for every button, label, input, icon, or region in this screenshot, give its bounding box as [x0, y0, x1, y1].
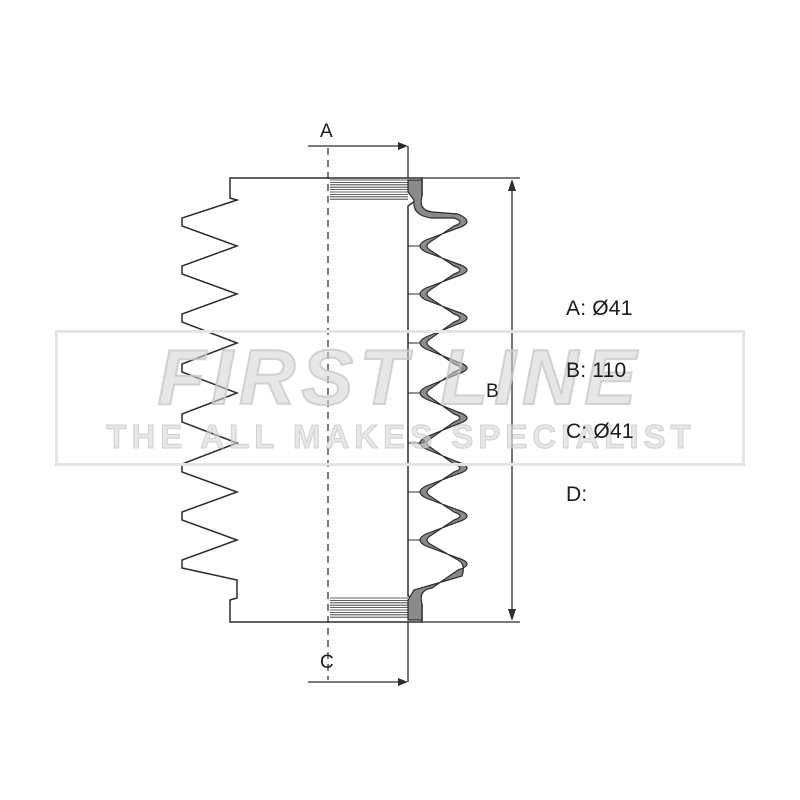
dim-b-arrow-top [508, 179, 516, 191]
dim-a-arrow [398, 142, 408, 150]
watermark-brand: FIRST LINE [157, 332, 643, 422]
collar-hatching [330, 179, 408, 618]
watermark-tagline: THE ALL MAKES SPECIALIST [106, 418, 696, 456]
spec-b: B: 110 [566, 359, 627, 382]
dim-b-arrow-bottom [508, 609, 516, 621]
dim-a-label: A [320, 121, 333, 142]
spec-d: D: [566, 483, 588, 506]
bellows-wall-profile [407, 179, 468, 621]
dim-b-label: B [486, 381, 499, 402]
spec-c: C: Ø41 [566, 420, 634, 443]
dim-c-label: C [320, 652, 334, 673]
spec-a: A: Ø41 [566, 297, 633, 320]
dim-c-arrow [398, 678, 408, 686]
watermark-frame [55, 330, 745, 466]
